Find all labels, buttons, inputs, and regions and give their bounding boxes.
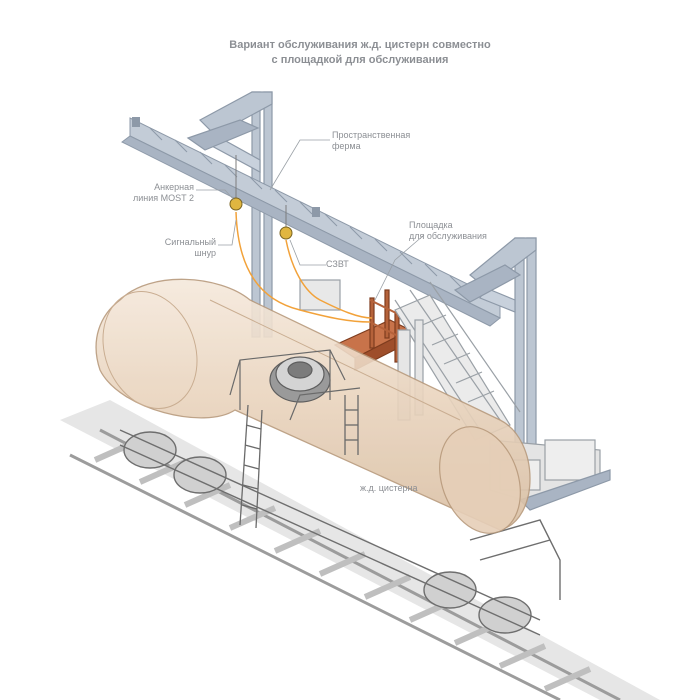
callout-leader-lines xyxy=(196,139,425,301)
label-space-truss-line-2: ферма xyxy=(332,141,361,151)
label-anchor-line-line-2: линия MOST 2 xyxy=(133,193,194,203)
label-tank-car: ж.д. цистерна xyxy=(360,483,418,493)
title-line-2: с площадкой для обслуживания xyxy=(271,54,449,66)
label-signal-cord-line-1: Сигнальный xyxy=(164,237,216,247)
label-space-truss-line-1: Пространственная xyxy=(332,130,411,140)
tank-car-undercarriage xyxy=(119,429,561,636)
space-truss-beam xyxy=(121,117,501,327)
tank-hatch xyxy=(229,349,361,421)
label-signal-cord-line-2: шнур xyxy=(194,248,216,258)
portal-frame-left xyxy=(186,91,341,338)
rail-tank-car xyxy=(95,278,531,534)
label-anchor-line-line-1: Анкерная xyxy=(154,182,194,192)
diagram-title: Вариант обслуживания ж.д. цистерн совмес… xyxy=(150,38,570,68)
label-signal-cord: Сигнальный шнур xyxy=(150,237,216,259)
label-service-platform-line-2: для обслуживания xyxy=(409,231,487,241)
title-line-1: Вариант обслуживания ж.д. цистерн совмес… xyxy=(229,39,491,51)
label-anchor-line: Анкерная линия MOST 2 xyxy=(118,182,194,204)
label-service-platform-line-1: Площадка xyxy=(409,220,453,230)
label-space-truss: Пространственная ферма xyxy=(332,130,410,152)
tank-side-ladder xyxy=(239,395,359,529)
label-szvt: СЗВТ xyxy=(326,259,349,269)
label-service-platform: Площадка для обслуживания xyxy=(409,220,487,242)
fall-arrest-devices xyxy=(229,155,373,323)
